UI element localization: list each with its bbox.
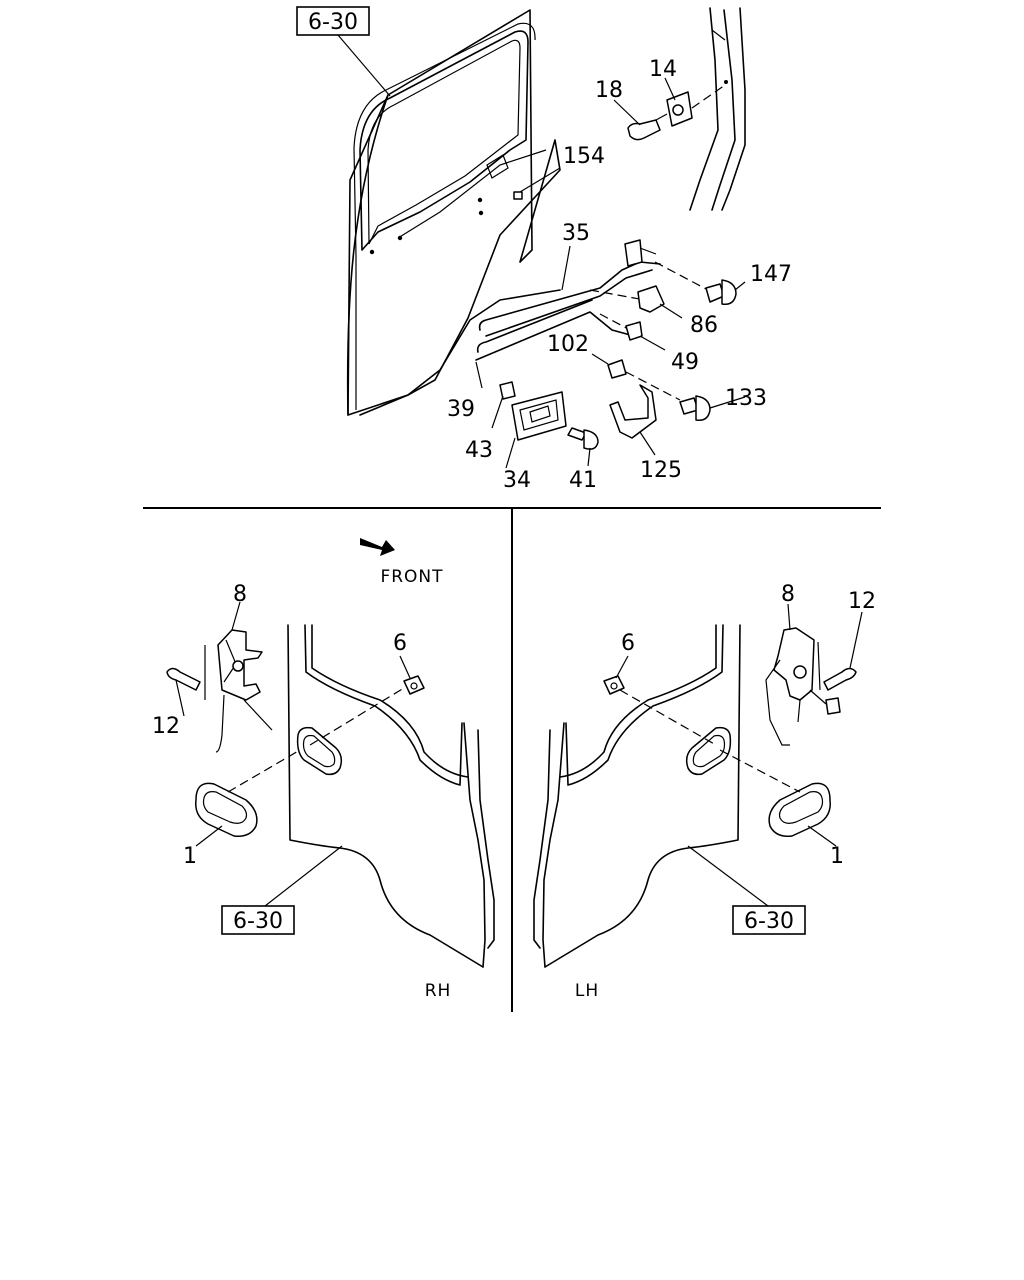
inner-handle-34 (511, 391, 567, 441)
front-arrow-icon (360, 538, 395, 556)
label-49: 49 (671, 350, 699, 375)
reference-box-rh: 6-30 (221, 905, 295, 935)
front-label: FRONT (380, 567, 443, 587)
rh-screw-12 (166, 667, 201, 691)
label-12-lh: 12 (848, 589, 876, 614)
reference-6-30-top: 6-30 (308, 10, 358, 35)
label-154: 154 (563, 144, 605, 169)
bracket-125 (609, 384, 657, 439)
bolt-147 (705, 279, 737, 306)
striker-bolt (627, 113, 668, 141)
label-1-lh: 1 (830, 844, 844, 869)
lh-screw-12 (823, 667, 857, 691)
label-8-rh: 8 (233, 582, 247, 607)
clip-102 (607, 359, 681, 401)
lh-nut-6 (603, 675, 625, 695)
reference-box-top: 6-30 (296, 6, 370, 36)
label-102: 102 (547, 332, 589, 357)
label-18: 18 (595, 78, 623, 103)
clip-49 (625, 321, 643, 341)
lh-leader-lines (615, 603, 863, 907)
bolt-133 (679, 395, 711, 422)
leader-lines-top (337, 34, 746, 469)
rh-door-panel (287, 624, 495, 968)
lh-outer-handle-1 (768, 782, 831, 838)
lh-handle-recess (685, 726, 732, 776)
rh-side-label: RH (425, 981, 452, 1001)
reference-6-30-lh: 6-30 (744, 909, 794, 934)
label-35: 35 (562, 221, 590, 246)
label-43: 43 (465, 438, 493, 463)
door-striker (666, 84, 726, 127)
rh-handle-recess (296, 726, 343, 776)
clip-86 (637, 285, 665, 313)
reference-box-lh: 6-30 (732, 905, 806, 935)
rh-leader-lines (175, 601, 411, 907)
label-14: 14 (649, 57, 677, 82)
clip-43 (499, 381, 516, 400)
screw-41 (567, 427, 599, 450)
lh-side-label: LH (575, 981, 599, 1001)
label-147: 147 (750, 262, 792, 287)
label-8-lh: 8 (781, 582, 795, 607)
label-34: 34 (503, 468, 531, 493)
reference-6-30-rh: 6-30 (233, 909, 283, 934)
label-41: 41 (569, 468, 597, 493)
lock-rods (475, 239, 709, 361)
rh-nut-6 (403, 675, 425, 695)
door-pillar (689, 7, 746, 211)
label-39: 39 (447, 397, 475, 422)
label-133: 133 (725, 386, 767, 411)
label-86: 86 (690, 313, 718, 338)
lh-door-panel (533, 624, 741, 968)
lh-lock-8 (765, 627, 841, 746)
label-6-lh: 6 (621, 631, 635, 656)
label-1-rh: 1 (183, 844, 197, 869)
rh-outer-handle-1 (195, 782, 258, 838)
label-6-rh: 6 (393, 631, 407, 656)
label-12-rh: 12 (152, 714, 180, 739)
label-125: 125 (640, 458, 682, 483)
door-assembly (346, 9, 561, 416)
rh-lock-8 (204, 629, 273, 753)
